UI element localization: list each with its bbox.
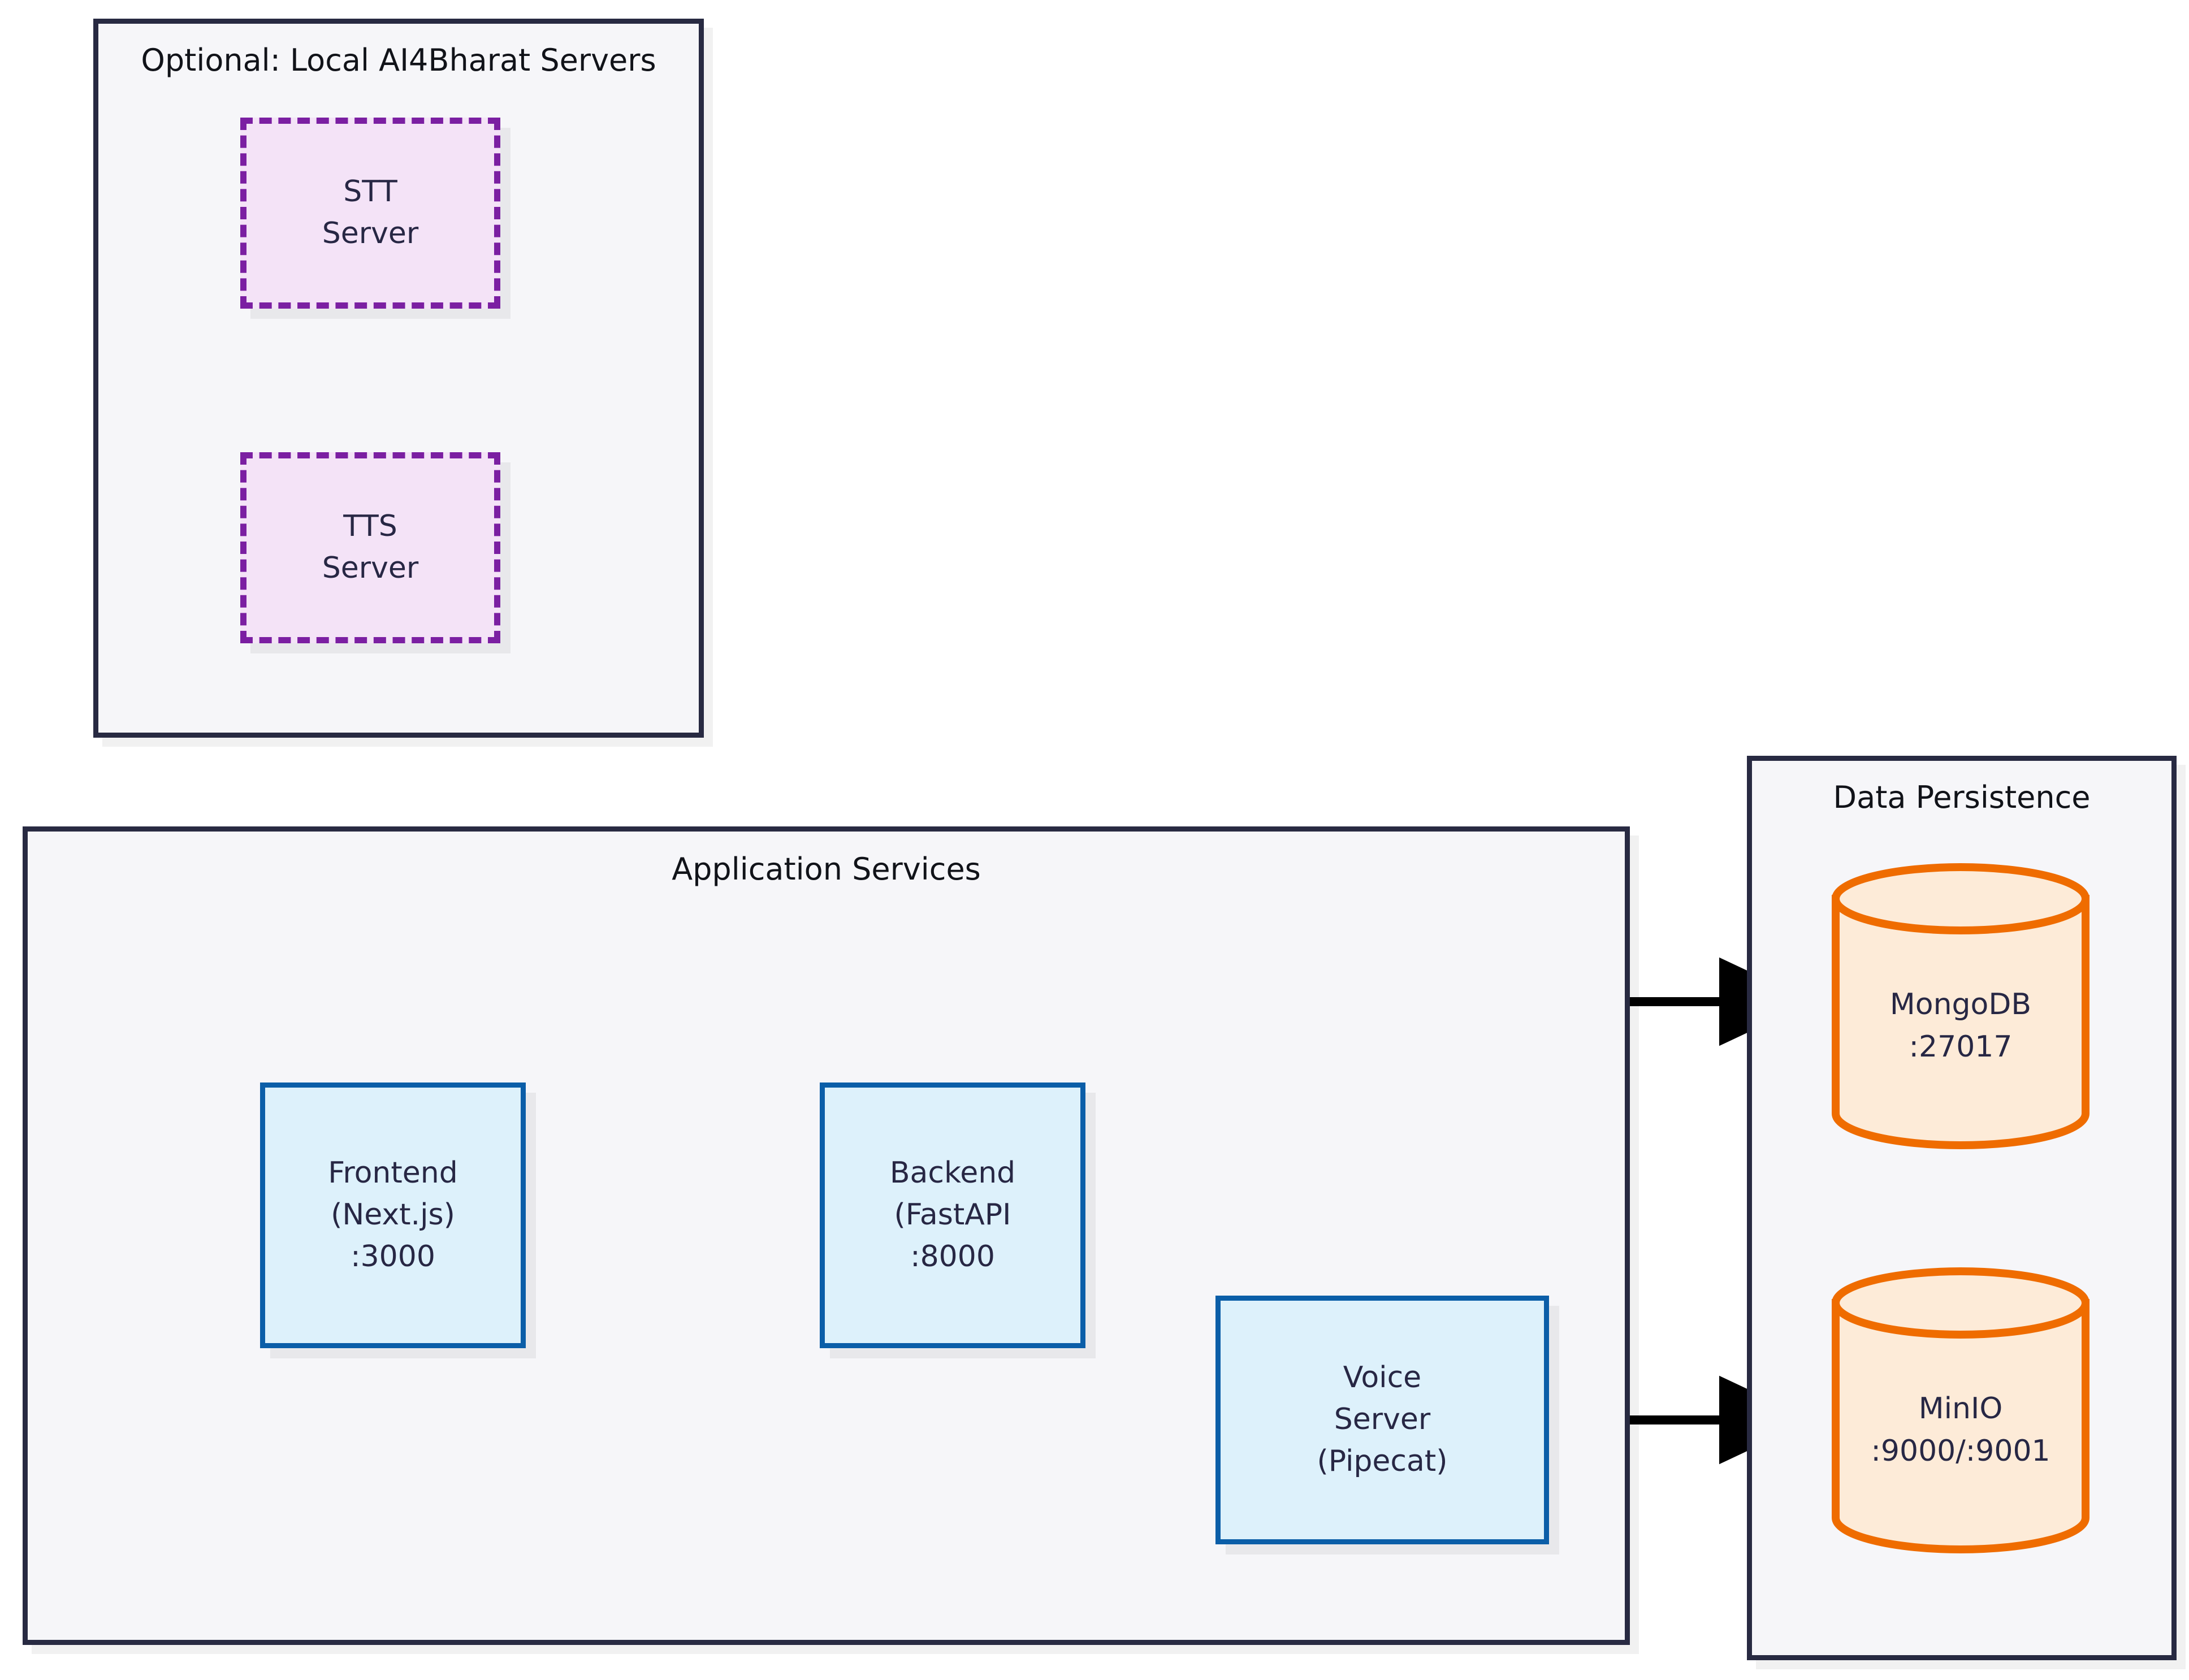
node-backend-line-3: :8000 — [910, 1239, 995, 1274]
node-backend-line-2: (FastAPI — [894, 1198, 1011, 1232]
cluster-data-title: Data Persistence — [1833, 780, 2091, 815]
minio-label-2: :9000/:9001 — [1871, 1434, 2050, 1468]
cluster-app-title: Application Services — [672, 851, 981, 887]
mongodb-label-1: MongoDB — [1889, 988, 2032, 1021]
minio-cylinder-shape — [1832, 1267, 2090, 1553]
node-stt-server[interactable]: STT Server — [240, 118, 500, 309]
node-stt-line-1: STT — [343, 175, 397, 209]
node-backend-line-1: Backend — [889, 1156, 1016, 1190]
node-frontend-line-3: :3000 — [351, 1239, 435, 1274]
node-voice-line-1: Voice — [1343, 1361, 1422, 1395]
cluster-optional-title: Optional: Local AI4Bharat Servers — [141, 42, 656, 78]
node-voice-server[interactable]: Voice Server (Pipecat) — [1215, 1296, 1549, 1544]
node-mongodb[interactable]: MongoDB :27017 — [1831, 862, 2091, 1150]
node-frontend-line-1: Frontend — [328, 1156, 458, 1190]
node-tts-server[interactable]: TTS Server — [240, 452, 500, 643]
node-voice-line-3: (Pipecat) — [1317, 1444, 1448, 1478]
mongodb-label-2: :27017 — [1909, 1030, 2013, 1064]
node-frontend-line-2: (Next.js) — [331, 1198, 455, 1232]
node-frontend[interactable]: Frontend (Next.js) :3000 — [260, 1083, 526, 1348]
mongodb-cylinder-shape — [1832, 863, 2090, 1149]
node-backend[interactable]: Backend (FastAPI :8000 — [820, 1083, 1085, 1348]
node-stt-line-2: Server — [322, 217, 419, 250]
node-tts-line-1: TTS — [343, 509, 397, 544]
node-voice-line-2: Server — [1334, 1402, 1431, 1437]
minio-label-1: MinIO — [1918, 1392, 2003, 1426]
node-minio[interactable]: MinIO :9000/:9001 — [1831, 1266, 2091, 1555]
node-tts-line-2: Server — [322, 551, 419, 585]
